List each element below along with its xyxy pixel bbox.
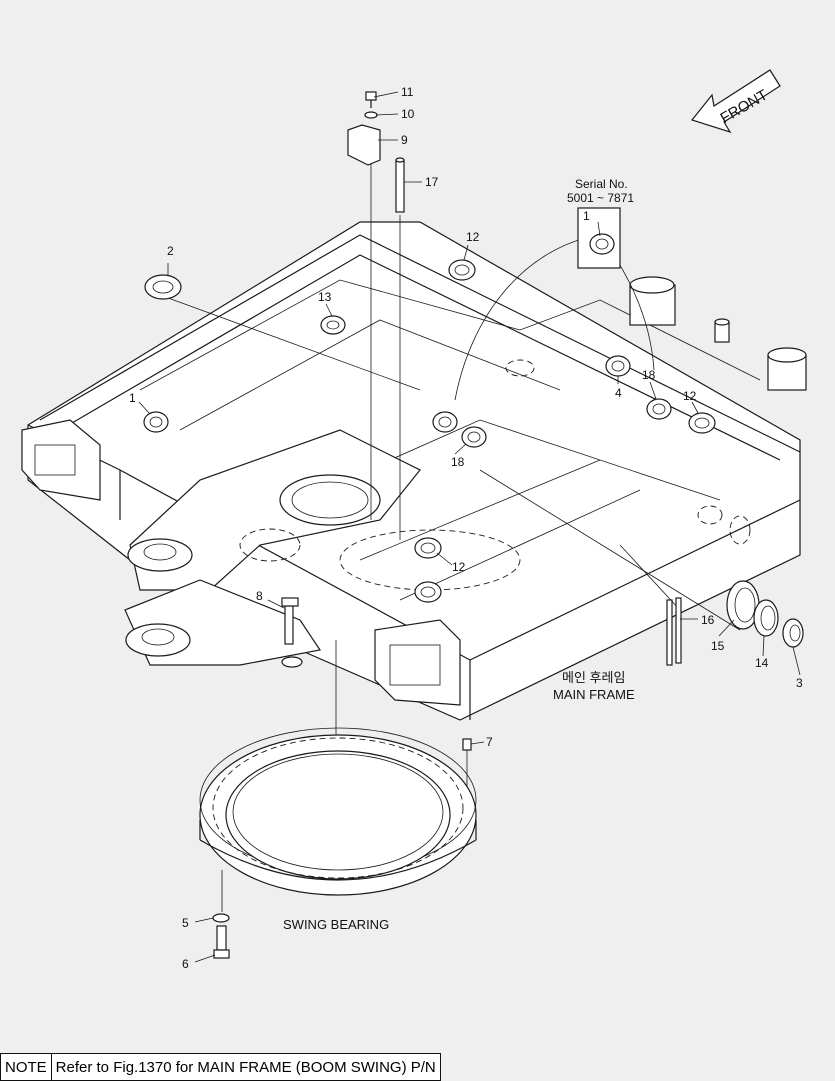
callout-5: 5 xyxy=(182,916,189,930)
callouts: 11 10 9 17 2 12 13 Serial No. 5001 ~ 787… xyxy=(129,85,803,971)
callout-1: 1 xyxy=(129,391,136,405)
serial-range: 5001 ~ 7871 xyxy=(567,191,634,205)
main-frame-label-kr: 메인 후레임 xyxy=(562,670,625,685)
seals-18-left xyxy=(432,411,487,448)
note-label: NOTE xyxy=(1,1054,52,1080)
washer-5 xyxy=(212,913,230,923)
callout-10: 10 xyxy=(401,107,415,121)
seal-12-top xyxy=(448,259,476,281)
callout-1-box: 1 xyxy=(583,209,590,223)
callout-7: 7 xyxy=(486,735,493,749)
seals-12-lower xyxy=(414,537,442,603)
seal-18-right xyxy=(646,398,672,420)
bracket-9 xyxy=(347,124,381,166)
callout-11: 11 xyxy=(401,85,414,99)
front-arrow-icon: FRONT xyxy=(690,69,781,134)
callout-2: 2 xyxy=(167,244,174,258)
callout-16: 16 xyxy=(701,613,715,627)
seal-4 xyxy=(605,355,631,377)
callout-9: 9 xyxy=(401,133,408,147)
seal-13 xyxy=(320,315,346,335)
serial-box xyxy=(577,207,621,269)
bolt-11 xyxy=(365,91,377,108)
seal-2 xyxy=(144,274,182,300)
seal-12-right xyxy=(688,412,716,434)
pin-8 xyxy=(281,597,303,668)
callout-15: 15 xyxy=(711,639,725,653)
callout-12-top: 12 xyxy=(466,230,480,244)
shims-16 xyxy=(666,597,682,666)
callout-13: 13 xyxy=(318,290,332,304)
note-box: NOTE Refer to Fig.1370 for MAIN FRAME (B… xyxy=(0,1053,441,1081)
serial-title: Serial No. xyxy=(575,177,628,191)
rod-17 xyxy=(395,157,405,213)
main-frame-label: MAIN FRAME xyxy=(553,687,635,702)
seal-1 xyxy=(143,411,169,433)
ring-3 xyxy=(782,618,804,648)
note-text: Refer to Fig.1370 for MAIN FRAME (BOOM S… xyxy=(55,1058,436,1076)
swing-bearing-label: SWING BEARING xyxy=(283,917,389,932)
callout-4: 4 xyxy=(615,386,622,400)
washer-10 xyxy=(364,111,378,119)
callout-17: 17 xyxy=(425,175,439,189)
callout-12-lower: 12 xyxy=(452,560,466,574)
ring-14 xyxy=(753,599,779,637)
callout-3: 3 xyxy=(796,676,803,690)
callout-18-right: 18 xyxy=(642,368,656,382)
bolt-6 xyxy=(213,925,230,959)
callout-6: 6 xyxy=(182,957,189,971)
callout-12-right: 12 xyxy=(683,389,697,403)
callout-14: 14 xyxy=(755,656,769,670)
swing-bearing-drawing xyxy=(199,727,477,896)
pin-7 xyxy=(462,738,472,751)
callout-18-left: 18 xyxy=(451,455,465,469)
main-frame-drawing xyxy=(21,221,807,721)
leader-lines xyxy=(138,91,801,963)
callout-8: 8 xyxy=(256,589,263,603)
